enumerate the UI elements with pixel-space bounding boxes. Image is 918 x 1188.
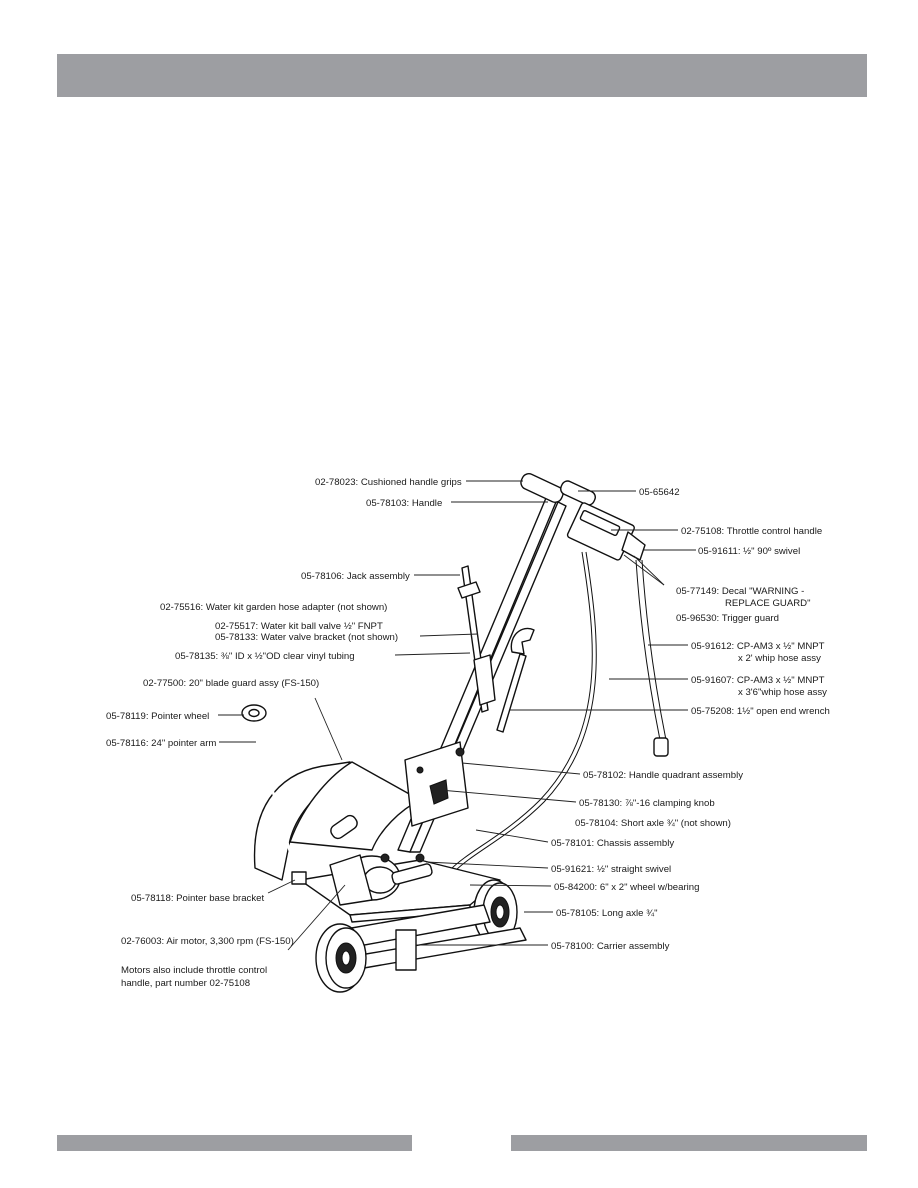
label-part-65642: 05-65642 [639,487,680,498]
swivel-90-part [621,531,646,561]
pointer-base-part [291,871,307,885]
wrench-part [496,653,527,733]
label-long-axle: 05-78105: Long axle ¾" [556,908,658,919]
label-hose-adapter: 02-75516: Water kit garden hose adapter … [160,602,387,613]
label-chassis: 05-78101: Chassis assembly [551,838,674,849]
label-handle-grips: 02-78023: Cushioned handle grips [315,477,462,488]
label-handle: 05-78103: Handle [366,498,442,509]
callout-labels: 02-78023: Cushioned handle grips 05-7810… [106,477,830,989]
label-pointer-arm: 05-78116: 24" pointer arm [106,738,216,749]
label-decal-1: 05-77149: Decal "WARNING - [676,586,804,597]
air-hose-long [449,551,593,871]
label-throttle: 02-75108: Throttle control handle [681,526,822,537]
blade-guard-front [253,761,351,881]
guard-slot [330,814,358,840]
label-decal-2: REPLACE GUARD" [725,598,811,609]
blade-guard-top [289,761,421,851]
label-blade-guard: 02-77500: 20" blade guard assy (FS-150) [143,678,319,689]
label-clamp-knob: 05-78130: ⅞"-16 clamping knob [579,798,715,809]
handle-grip-1 [520,473,564,503]
label-vinyl-tubing: 05-78135: ⅜" ID x ½"OD clear vinyl tubin… [175,651,355,662]
label-motor-note-2: handle, part number 02-75108 [121,978,250,989]
label-whip-2-2: x 2' whip hose assy [738,653,821,664]
footer-bar-left [57,1135,412,1151]
label-air-motor: 02-76003: Air motor, 3,300 rpm (FS-150) [121,936,294,947]
label-trigger-guard: 05-96530: Trigger guard [676,613,779,624]
label-motor-note-1: Motors also include throttle control [121,965,267,976]
label-wheel: 05-84200: 6" x 2" wheel w/bearing [554,882,699,893]
label-jack: 05-78106: Jack assembly [301,571,410,582]
label-pointer-base: 05-78118: Pointer base bracket [131,893,264,904]
carrier-post [395,929,417,971]
clamp-knob-part [429,779,449,805]
label-swivel-90: 05-91611: ½" 90º swivel [698,546,800,557]
handle-grip-2 [560,480,596,506]
hose-coupling [653,737,669,757]
label-ball-valve: 02-75517: Water kit ball valve ½" FNPT [215,621,383,632]
header-bar [57,54,867,97]
leader-lines [218,480,696,951]
straight-swivel-part [415,853,425,863]
label-pointer-wheel: 05-78119: Pointer wheel [106,711,209,722]
label-whip-2-1: 05-91612: CP-AM3 x ½" MNPT [691,641,825,652]
label-carrier: 05-78100: Carrier assembly [551,941,670,952]
footer-bar-right [511,1135,867,1151]
label-whip-36-2: x 3'6"whip hose assy [738,687,827,698]
label-whip-36-1: 05-91607: CP-AM3 x ½" MNPT [691,675,825,686]
label-quadrant: 05-78102: Handle quadrant assembly [583,770,743,781]
label-wrench: 05-75208: 1½" open end wrench [691,706,830,717]
label-valve-bracket: 05-78133: Water valve bracket (not shown… [215,632,398,643]
label-straight-swivel: 05-91621: ½" straight swivel [551,864,671,875]
saw-illustration [241,473,669,993]
label-short-axle: 05-78104: Short axle ¾" (not shown) [575,818,731,829]
whip-hose [635,559,661,741]
